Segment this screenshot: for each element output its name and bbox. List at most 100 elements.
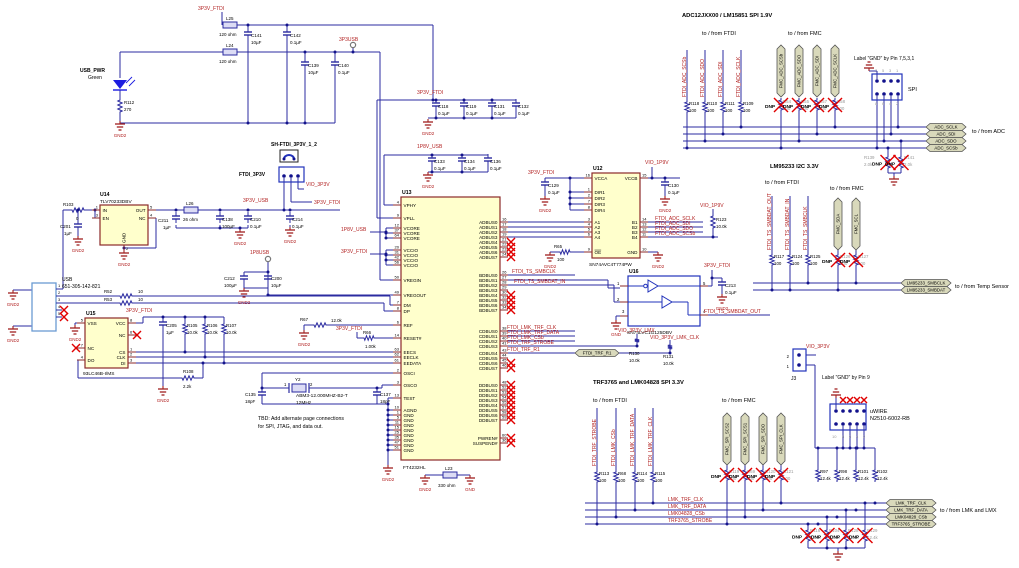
dnp-x-mark [791,97,807,113]
cap-ref: C134 [464,159,475,164]
res-value: 100 [729,476,737,481]
annotation-text: 1 [896,68,899,73]
res-ref: R128 [848,528,859,533]
gnd-label: GND2 [114,133,127,138]
ic-ref: U12 [593,166,603,172]
ind-ref: L25 [226,16,234,21]
res-value: 100 [858,261,866,266]
res-value: 10.0k [187,330,199,335]
pin-number: 7 [397,299,400,304]
junction-dot [844,508,848,512]
res-value: 10.0k [226,330,238,335]
dnp-x-mark [59,305,69,315]
jumper-shunt [279,149,299,163]
annotation-text: to / from FTDI [765,180,799,186]
pin-name: VPLL [404,216,416,221]
dnp-x-mark [860,396,868,404]
junction-dot [460,170,464,174]
net-label: FTDI_TS_SMBDAT_IN [514,279,566,285]
res-ref: R54 [783,99,792,104]
pin-name: ADBUS4 [479,240,498,245]
junction-dot [816,446,820,450]
cap-value: 18pF [380,399,391,404]
net-label: FTDI_TS_SMBCLK [803,206,809,250]
res-ref: R68 [618,471,627,476]
pin-number: 53 [502,389,507,394]
dnp-label: DNP [765,104,776,110]
junction-dot [710,276,714,280]
junction-dot [806,281,810,285]
res-value: 100 [743,108,751,113]
pin-number: 36 [502,437,507,442]
res-value: 10.0k [629,358,641,363]
net-label: FTDI_ADC_SCLK [736,56,742,97]
usb-pin-num: 1 [58,283,61,288]
gnd-label: GND2 [238,300,251,305]
junction-dot [462,116,466,120]
res-value: 2.0k [864,162,873,167]
net-tag-label: ADC_SDO [935,139,957,144]
junction-dot [703,139,707,143]
net-label: VIO_1P9V [645,160,669,166]
junction-dot [770,288,774,292]
test-point [264,255,272,263]
res-ref: R117 [774,254,785,259]
resistor-body [768,253,776,267]
cap-value: 0.1µF [292,224,304,229]
pin-number: 4 [397,199,400,204]
pin-number: 48 [502,379,507,384]
res-value: 12.4k [810,535,822,540]
junction-dot [386,428,390,432]
res-ref: R123 [716,217,727,222]
ind-value: 120 ohm [219,32,237,37]
pin-number: 4 [588,221,591,226]
ic-part: SN74LVC1G125DBV [627,330,673,336]
junction-dot [568,196,572,200]
header-pin [296,174,300,178]
pin-name: CDBUS2 [479,339,498,344]
ind-ref: L23 [445,466,453,471]
resistor-body [719,100,727,114]
pin-name: BDBUS0 [479,273,498,278]
res-ref: R102 [877,469,888,474]
net-label: FTDI_TRF_STROBE [507,340,555,346]
junction-dot [266,293,270,297]
junction-dot [384,231,388,235]
pin-name: ADBUS7 [479,255,498,260]
junction-dot [650,176,654,180]
junction-dot [779,146,783,150]
pin-name: GND [627,250,638,255]
junction-dot [183,350,187,354]
pin-number: 41 [502,340,507,345]
header-uWIRE [829,403,867,431]
resistor-body [362,334,376,342]
resistor-body [118,299,134,307]
ic-U13 [400,196,501,461]
junction-dot [761,508,765,512]
junction-dot [725,522,729,526]
pin-number: 5 [588,226,591,231]
res-ref: R97 [820,469,829,474]
junction-dot [201,361,205,365]
header-pin [797,363,801,367]
pin-number: 51 [395,444,400,449]
junction-dot [882,139,886,143]
res-ref: R126 [840,254,851,259]
net-tag-label: LM95233_SMBDAT [907,288,946,293]
resistor-body [871,468,879,482]
pin-name: OUT [136,208,146,213]
header-SPI [871,73,903,101]
net-label: FTDI_ADC_SCLK [655,216,696,222]
res-value: 2.0k [904,162,913,167]
net-label: TRF3765_STROBE [668,518,713,524]
net-label: FTDI_ADC_SDO [700,59,706,97]
cap-ref: C129 [548,183,559,188]
junction-dot [384,253,388,257]
ic-ref: U13 [402,190,412,196]
resistor-body [631,470,639,484]
pin-name: DDBUS3 [479,398,498,403]
pin-name: GND [404,448,415,453]
annotation-text: 1 [617,281,620,286]
pin-name: GND [404,443,415,448]
